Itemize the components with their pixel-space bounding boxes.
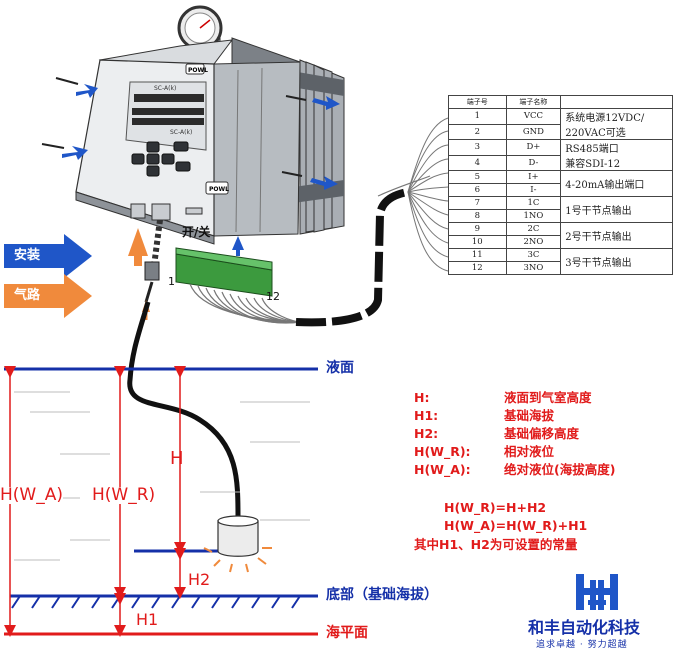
formula-absolute: H(W_A)=H(W_R)+H1 — [444, 518, 588, 533]
table-cell-name: 3C — [505, 248, 562, 262]
air-label: 气路 — [14, 288, 41, 303]
table-cell-no: 7 — [448, 196, 507, 210]
pressure-probe — [203, 515, 272, 573]
company-name: 和丰自动化科技 — [528, 618, 641, 637]
group-power: 系统电源12VDC/220VAC可选 — [560, 108, 673, 140]
table-cell-no: 3 — [448, 139, 507, 156]
table-cell-name: D- — [505, 154, 562, 171]
legend-value: 基础海拔 — [504, 408, 555, 423]
group-relay3: 3号干节点输出 — [560, 248, 673, 275]
table-cell-no: 10 — [448, 235, 507, 249]
install-arrows — [62, 84, 340, 256]
water-texture — [14, 391, 310, 561]
dimension-arrows — [4, 366, 186, 637]
legend-value: 基础偏移高度 — [504, 426, 580, 441]
device-model-top: SC-A(k) — [154, 85, 176, 92]
transmitter-device: SC-A(k) SC-A(k) POWL POWL — [75, 5, 345, 245]
keypad — [131, 141, 191, 177]
install-label-arrow — [4, 234, 92, 278]
table-cell-name: 1NO — [505, 209, 562, 223]
table-cell-no: 2 — [448, 123, 507, 140]
signal-cable — [295, 188, 409, 327]
pin-start-label: 1 — [168, 275, 175, 288]
h2-label: H2 — [188, 570, 211, 589]
group-relay2: 2号干节点输出 — [560, 222, 673, 249]
table-cell-name: VCC — [505, 108, 562, 125]
table-cell-name: 3NO — [505, 261, 562, 275]
table-cell-no: 8 — [448, 209, 507, 223]
air-label-arrow — [4, 274, 92, 318]
table-wire-fan — [407, 117, 449, 272]
table-cell-no: 11 — [448, 248, 507, 262]
air-arrow-up — [128, 228, 148, 266]
table-cell-name: D+ — [505, 139, 562, 156]
formula-note: 其中H1、H2为可设置的常量 — [414, 537, 578, 552]
table-cell-name: 1C — [505, 196, 562, 210]
legend-value: 液面到气室高度 — [504, 390, 592, 405]
legend-key: H: — [414, 390, 430, 405]
legend-value: 相对液位 — [504, 444, 555, 459]
device-model-bottom: SC-A(k) — [170, 129, 192, 136]
legend-key: H2: — [414, 426, 439, 441]
sea-level-label: 海平面 — [326, 625, 368, 641]
h-label: H — [170, 448, 184, 469]
legend-key: H(W_R): — [414, 444, 471, 459]
table-header-name: 端子名称 — [505, 95, 562, 109]
table-cell-no: 12 — [448, 261, 507, 275]
group-analog: 4-20mA输出端口 — [560, 170, 673, 197]
group-rs485: RS485端口兼容SDI-12 — [560, 139, 673, 171]
table-cell-no: 1 — [448, 108, 507, 125]
table-cell-no: 6 — [448, 183, 507, 197]
table-cell-no: 4 — [448, 154, 507, 171]
pin-end-label: 12 — [266, 290, 280, 303]
legend-key: H(W_A): — [414, 462, 471, 477]
h1-label: H1 — [136, 610, 159, 629]
wire-bundle — [189, 175, 431, 324]
install-label: 安装 — [14, 248, 41, 263]
table-cell-no: 9 — [448, 222, 507, 236]
table-cell-name: I- — [505, 183, 562, 197]
bottom-label: 底部（基础海拔） — [326, 587, 438, 603]
air-hose — [127, 219, 241, 519]
table-cell-name: GND — [505, 123, 562, 140]
switch-label: 开/关 — [182, 225, 211, 239]
mounting-screws — [41, 77, 307, 177]
hwr-label: H(W_R) — [92, 485, 156, 505]
company-slogan: 追求卓越 · 努力超越 — [536, 640, 628, 650]
group-relay1: 1号干节点输出 — [560, 196, 673, 223]
surface-label: 液面 — [326, 360, 354, 376]
terminal-block — [175, 247, 273, 297]
table-cell-name: 2C — [505, 222, 562, 236]
table-cell-no: 5 — [448, 170, 507, 184]
hwa-label: H(W_A) — [0, 485, 63, 505]
table-cell-name: 2NO — [505, 235, 562, 249]
legend-value: 绝对液位(海拔高度) — [504, 462, 616, 477]
formula-relative: H(W_R)=H+H2 — [444, 500, 547, 515]
brand-logo-bottom: POWL — [209, 186, 229, 193]
table-cell-name: I+ — [505, 170, 562, 184]
company-logo-mark — [576, 574, 618, 610]
legend-key: H1: — [414, 408, 439, 423]
table-header-no: 端子号 — [448, 95, 507, 109]
brand-logo-top: POWL — [188, 67, 208, 74]
bottom-hatch — [11, 595, 301, 609]
